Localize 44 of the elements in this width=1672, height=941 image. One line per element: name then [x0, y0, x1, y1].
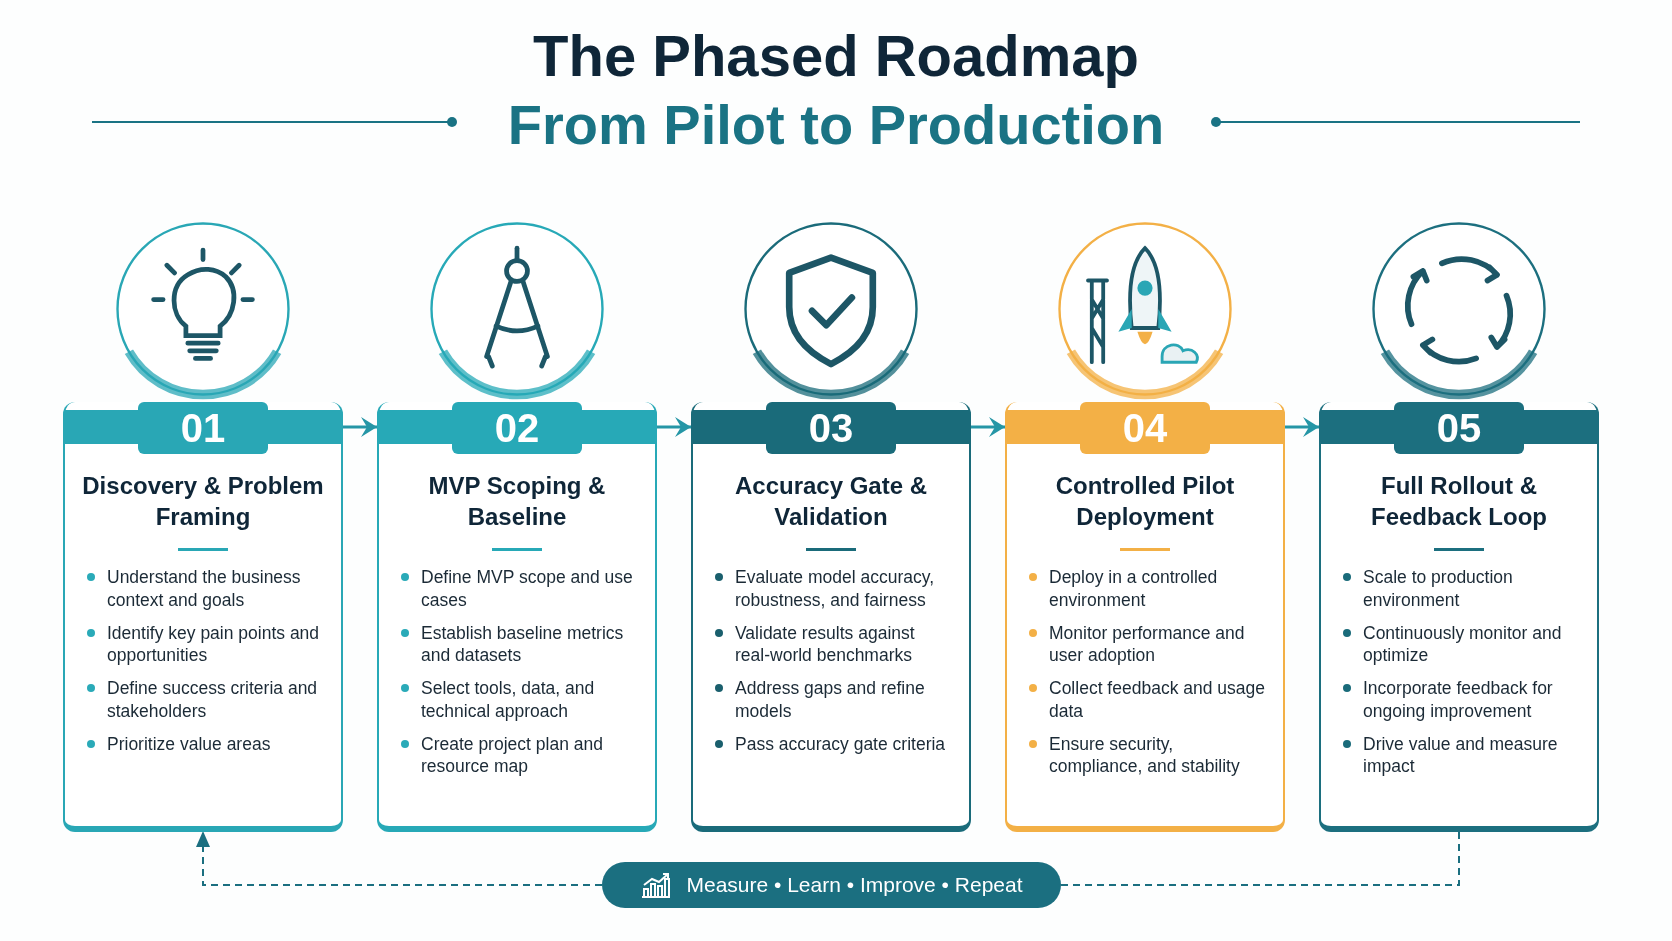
step-number: 05 [1394, 402, 1524, 454]
bullet-item: Evaluate model accuracy, robustness, and fairness [713, 566, 953, 612]
bullet-item: Identify key pain points and opportunities [85, 621, 325, 667]
bullet-item: Scale to production environment [1341, 566, 1581, 612]
bullet-item: Establish baseline metrics and datasets [399, 621, 639, 667]
bullet-item: Prioritize value areas [85, 732, 271, 756]
dashed-arrow [196, 831, 603, 886]
bullet-item: Create project plan and resource map [399, 732, 639, 778]
chevron-arrow [657, 417, 691, 437]
bullet-item: Continuously monitor and optimize [1341, 621, 1581, 667]
bullet-item: Select tools, data, and technical approach [399, 677, 639, 723]
phase-card [691, 402, 971, 832]
phase-title: Controlled Pilot Deployment [1054, 471, 1236, 533]
bullet-item: Collect feedback and usage data [1027, 677, 1267, 723]
chevron-arrow [1285, 417, 1319, 437]
bullet-item: Define success criteria and stakeholders [85, 677, 325, 723]
phase-card [1319, 402, 1599, 832]
step-number: 02 [452, 402, 582, 454]
bullet-item: Monitor performance and user adoption [1027, 621, 1267, 667]
subtitle: From Pilot to Production [507, 92, 1165, 157]
bullet-item: Deploy in a controlled environment [1027, 566, 1267, 612]
phase-title: Discovery & Problem Framing [81, 471, 325, 533]
bullet-item: Incorporate feedback for ongoing improvement [1341, 677, 1581, 723]
phase-card [63, 402, 343, 832]
bullet-item: Understand the business context and goals [85, 566, 325, 612]
step-number: 04 [1080, 402, 1210, 454]
bullet-item: Define MVP scope and use cases [399, 566, 639, 612]
step-number: 03 [766, 402, 896, 454]
title: The Phased Roadmap [533, 22, 1139, 89]
bullet-item: Drive value and measure impact [1341, 732, 1581, 778]
phase-card [1005, 402, 1285, 832]
step-number: 01 [138, 402, 268, 454]
phase-card [377, 402, 657, 832]
chevron-arrow [971, 417, 1005, 437]
bullet-item: Ensure security, compliance, and stability [1027, 732, 1267, 778]
phase-title: Accuracy Gate & Validation [733, 471, 929, 533]
bullet-item: Pass accuracy gate criteria [713, 732, 946, 756]
bullet-item: Address gaps and refine models [713, 677, 953, 723]
phase-title: MVP Scoping & Baseline [427, 471, 607, 533]
chevron-arrow [343, 417, 377, 437]
loop-label: Measure • Learn • Improve • Repeat [686, 873, 1023, 897]
phase-title: Full Rollout & Feedback Loop [1370, 471, 1548, 533]
feedback-pill [602, 862, 1061, 908]
bullet-item: Validate results against real-world benchmarks [713, 621, 953, 667]
